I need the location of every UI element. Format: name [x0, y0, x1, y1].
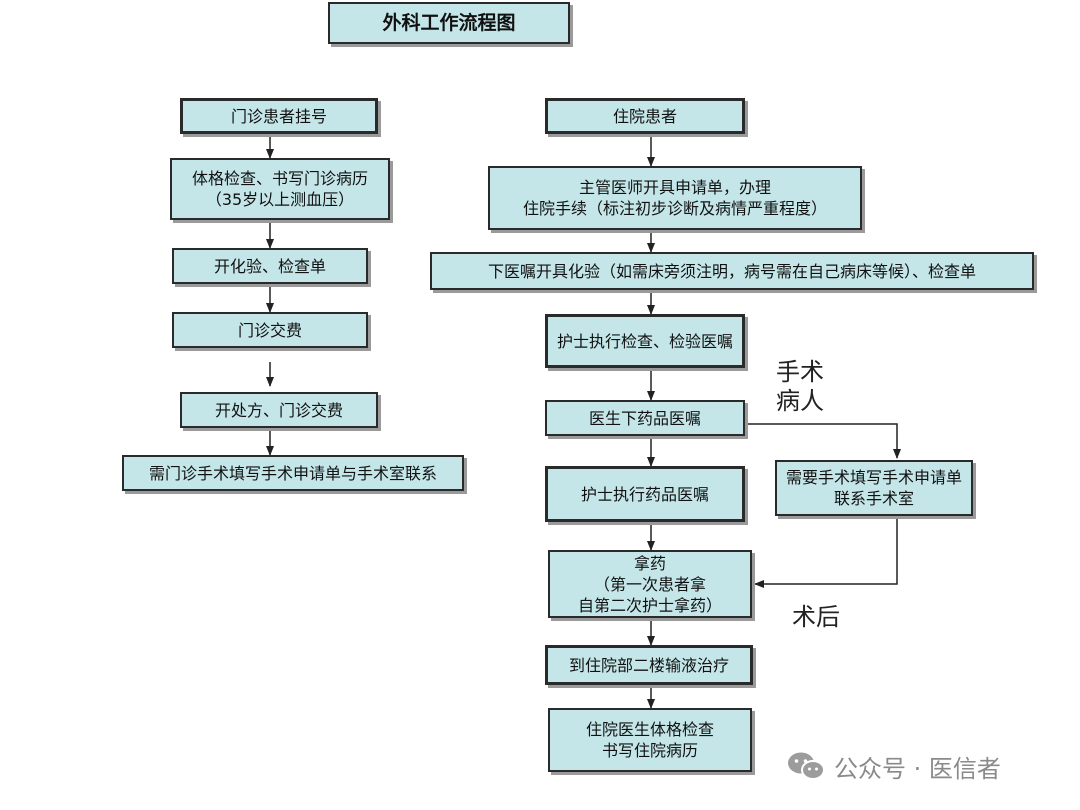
- node-text: 拿药: [633, 553, 666, 573]
- node-outpatient-lab-order: 开化验、检查单: [172, 248, 368, 284]
- edge-post-op-return: [754, 516, 898, 588]
- note-line: 病人: [776, 387, 824, 415]
- node-inpatient-record: 住院医生体格检查 书写住院病历: [548, 708, 752, 772]
- node-text: 书写住院病历: [601, 741, 698, 760]
- node-outpatient-register: 门诊患者挂号: [180, 98, 378, 134]
- node-doctor-drug-order: 医生下药品医嘱: [545, 400, 745, 436]
- node-text: 医生下药品医嘱: [588, 408, 701, 428]
- node-outpatient-prescription: 开处方、门诊交费: [180, 392, 378, 428]
- node-text: 需要手术填写手术申请单: [785, 468, 962, 487]
- wechat-icon: [788, 752, 825, 780]
- node-text: 到住院部二楼输液治疗: [568, 655, 729, 675]
- node-text: （第一次患者拿: [593, 574, 706, 594]
- node-nurse-drug: 护士执行药品医嘱: [545, 466, 745, 522]
- note-line: 手术: [776, 358, 824, 386]
- node-text: 开化验、检查单: [213, 256, 326, 276]
- chart-title: 外科工作流程图: [328, 2, 570, 44]
- node-text: 住院患者: [612, 106, 677, 126]
- node-text: 开处方、门诊交费: [214, 400, 343, 420]
- node-inpatient: 住院患者: [545, 98, 745, 134]
- node-text: 门诊交费: [237, 320, 302, 340]
- chart-title-text: 外科工作流程图: [382, 11, 516, 34]
- note-text: 术后: [792, 603, 840, 631]
- node-text: 需门诊手术填写手术申请单与手术室联系: [148, 463, 437, 483]
- node-outpatient-exam: 体格检查、书写门诊病历 （35岁以上测血压）: [170, 158, 390, 220]
- watermark: 公众号 · 医信者: [786, 748, 1001, 784]
- node-text: 护士执行药品医嘱: [580, 484, 709, 504]
- watermark-text: 公众号 · 医信者: [834, 754, 1001, 783]
- node-text: 住院手续（标注初步诊断及病情严重程度）: [522, 199, 827, 218]
- node-text: 体格检查、书写门诊病历: [191, 169, 368, 188]
- node-infusion: 到住院部二楼输液治疗: [545, 645, 753, 685]
- node-nurse-exam: 护士执行检查、检验医嘱: [545, 314, 745, 368]
- node-text: 护士执行检查、检验医嘱: [556, 331, 733, 351]
- node-text: 门诊患者挂号: [230, 106, 327, 126]
- node-text: 主管医师开具申请单，办理: [578, 178, 771, 197]
- note-post-op: 术后: [792, 603, 840, 632]
- node-outpatient-payment: 门诊交费: [172, 312, 368, 348]
- node-text: 住院医生体格检查: [585, 720, 714, 739]
- note-surgery-patient: 手术 病人: [776, 358, 824, 416]
- node-text: （35岁以上测血压）: [205, 190, 355, 209]
- node-text: 自第二次护士拿药）: [577, 595, 722, 615]
- node-text: 联系手术室: [833, 489, 914, 508]
- edge-surgery-branch: [745, 423, 901, 459]
- node-inpatient-admission: 主管医师开具申请单，办理 住院手续（标注初步诊断及病情严重程度）: [488, 166, 862, 230]
- node-outpatient-surgery: 需门诊手术填写手术申请单与手术室联系: [122, 455, 464, 491]
- node-text: 下医嘱开具化验（如需床旁须注明，病号需在自己病床等候）、检查单: [487, 261, 976, 281]
- node-surgery-request: 需要手术填写手术申请单 联系手术室: [775, 460, 973, 516]
- node-get-medicine: 拿药 （第一次患者拿 自第二次护士拿药）: [548, 550, 752, 618]
- node-inpatient-orders: 下医嘱开具化验（如需床旁须注明，病号需在自己病床等候）、检查单: [430, 252, 1034, 290]
